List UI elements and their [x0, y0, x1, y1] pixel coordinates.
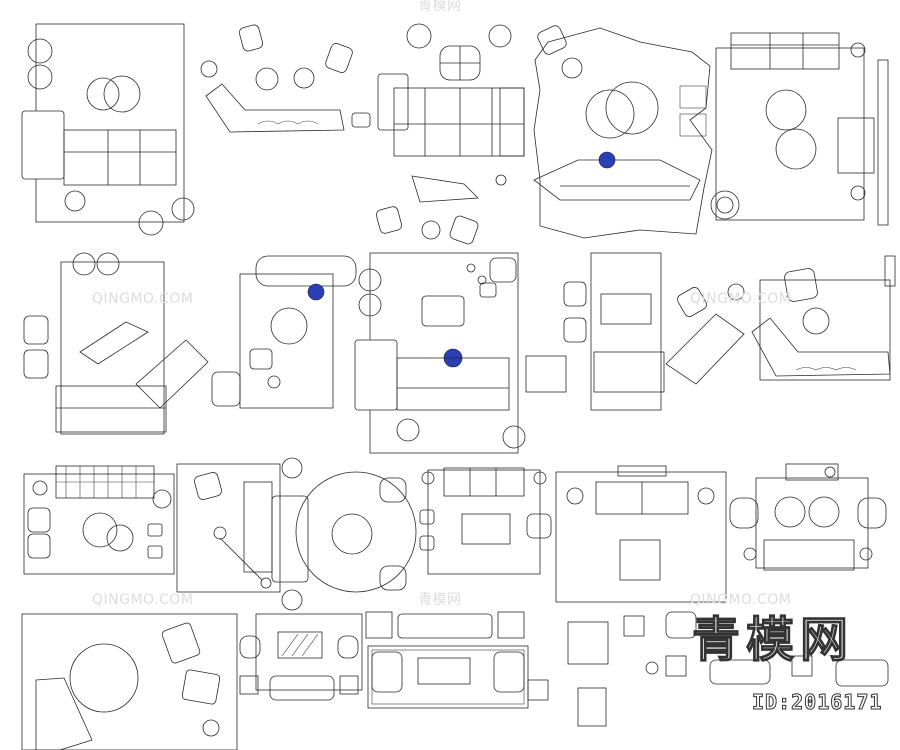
layout-block-i	[525, 252, 745, 411]
layout-block-t	[567, 611, 889, 727]
site-watermark: QINGMO.COM	[92, 291, 193, 307]
layout-block-p	[729, 463, 887, 571]
site-watermark-cn: 青模网	[418, 592, 462, 608]
layout-block-q	[21, 613, 238, 750]
id-label: ID:2016171	[751, 690, 883, 715]
layout-block-h	[354, 252, 526, 454]
layout-block-r	[239, 613, 363, 701]
layout-block-n	[419, 467, 552, 575]
site-watermark: QINGMO.COM	[690, 291, 791, 307]
layout-block-k	[23, 465, 175, 575]
layout-block-g	[211, 255, 357, 409]
layout-block-c	[377, 23, 525, 157]
brand-watermark: 青模网	[692, 612, 854, 668]
layout-block-a	[21, 23, 195, 236]
person-figure	[598, 151, 616, 169]
layout-block-m	[271, 457, 417, 611]
layout-block-o	[555, 465, 727, 603]
layout-block-b	[200, 24, 371, 133]
person-figure	[307, 283, 325, 301]
layout-block-e	[710, 32, 889, 226]
layout-block-j	[751, 255, 896, 381]
site-watermark: QINGMO.COM	[690, 592, 791, 608]
layout-block-s	[365, 611, 549, 709]
site-watermark-cn: 青模网	[418, 0, 462, 14]
layout-block-l	[176, 463, 281, 593]
layout-block-f	[23, 252, 209, 435]
small-items-mid	[375, 175, 479, 245]
watermark-layer: QINGMO.COM QINGMO.COM QINGMO.COM QINGMO.…	[92, 0, 854, 669]
site-watermark: QINGMO.COM	[92, 592, 193, 608]
layout-block-d	[495, 25, 713, 239]
